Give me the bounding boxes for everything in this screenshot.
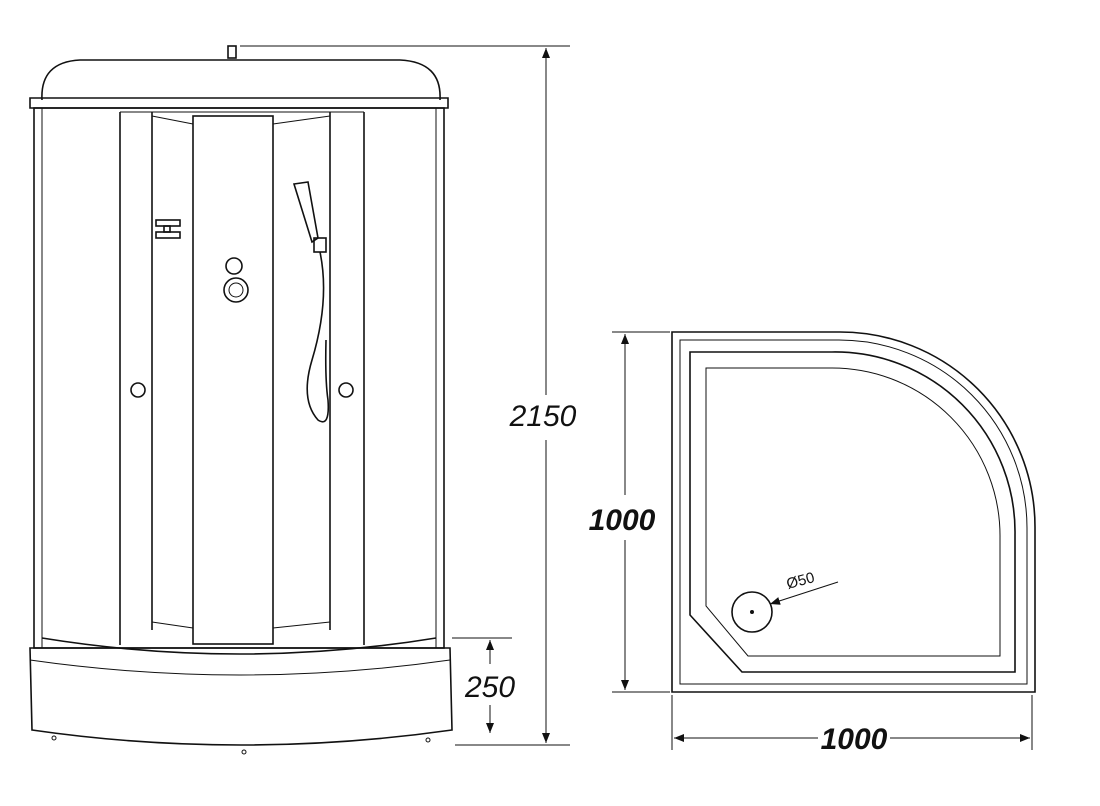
- control-knob-icon: [225, 257, 243, 275]
- tray-depth-dimension: 1000: [589, 331, 670, 693]
- roof-rim: [29, 97, 449, 109]
- tray-width-dimension: 1000: [671, 695, 1033, 756]
- height-dimension: 2150: [240, 45, 577, 746]
- height-label: 2150: [509, 400, 577, 433]
- cabin-front-view: [29, 45, 453, 755]
- cabin-body: [33, 107, 445, 649]
- door-handle-icon: [130, 382, 146, 398]
- drain-diameter-label: Ø50: [785, 569, 817, 593]
- tray-floor: [705, 367, 1001, 657]
- tray-width-label: 1000: [821, 723, 888, 756]
- tray-top-view: Ø50: [671, 331, 1036, 693]
- tray-height-label: 250: [464, 671, 515, 704]
- tray-depth-label: 1000: [589, 504, 656, 537]
- drain-icon: [731, 591, 773, 633]
- base-skirt: [29, 647, 453, 746]
- back-panel: [192, 115, 274, 645]
- tray-height-dimension: 250: [452, 637, 515, 733]
- door-handle-icon: [338, 382, 354, 398]
- top-vent: [227, 45, 237, 59]
- tray-inner-rim: [689, 351, 1016, 673]
- roof-cap: [41, 59, 441, 101]
- tray-outer: [671, 331, 1036, 693]
- control-knob-icon: [223, 277, 249, 303]
- mixer-icon: [155, 219, 181, 239]
- hand-shower-icon: [292, 181, 330, 423]
